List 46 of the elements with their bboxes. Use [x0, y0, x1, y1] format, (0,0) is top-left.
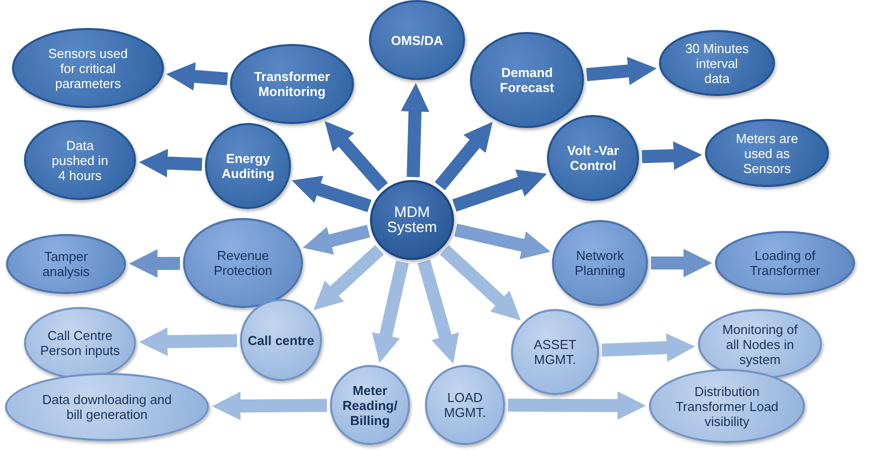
- block-arrow: [418, 260, 460, 364]
- ellipse-node: [470, 32, 584, 128]
- block-arrow: [138, 327, 238, 356]
- node-label: ASSET MGMT.: [532, 337, 578, 367]
- node-label: MDM System: [386, 205, 438, 235]
- node-label: Energy Auditing: [220, 151, 276, 181]
- node-label: 30 Minutes interval data: [684, 40, 750, 86]
- node-label: Distribution Transformer Load visibility: [674, 384, 780, 428]
- node-label: Data pushed in 4 hours: [50, 138, 110, 182]
- block-arrow: [313, 244, 384, 310]
- ellipse-node: [649, 369, 805, 443]
- ellipse-node: [511, 309, 599, 395]
- ellipse-node: [369, 0, 465, 80]
- node-label: Revenue Protection: [212, 248, 274, 278]
- block-arrow: [434, 122, 493, 190]
- node-label: LOAD MGMT.: [443, 390, 487, 420]
- node-label: OMS/DA: [390, 32, 444, 48]
- node-label: Tamper analysis: [42, 249, 90, 279]
- node-label: Data downloading and bill generation: [41, 392, 173, 422]
- node-label: Meters are used as Sensors: [734, 130, 800, 176]
- block-arrow: [602, 333, 696, 362]
- block-arrow: [129, 249, 180, 278]
- block-arrow: [651, 248, 712, 278]
- node-label: Network Planning: [574, 248, 626, 278]
- block-arrow: [138, 148, 202, 178]
- block-arrow: [508, 391, 646, 420]
- ellipse-node: [370, 180, 454, 260]
- block-arrow: [452, 170, 547, 212]
- block-arrow: [440, 245, 521, 320]
- block-arrow: [586, 56, 657, 86]
- node-label: Meter Reading/ Billing: [342, 382, 398, 428]
- node-label: Demand Forecast: [498, 65, 556, 95]
- node-label: Transformer Monitoring: [253, 69, 331, 99]
- block-arrow: [372, 260, 409, 364]
- circle-node: [205, 123, 291, 209]
- block-arrow: [324, 121, 388, 192]
- node-label: Call centre: [246, 332, 316, 348]
- block-arrow: [302, 224, 370, 255]
- node-label: Loading of Transformer: [748, 248, 822, 278]
- node-label: Monitoring of all Nodes in system: [721, 322, 799, 366]
- block-arrow: [166, 62, 228, 91]
- node-label: Call Centre Person inputs: [40, 328, 120, 358]
- ellipse-node: [547, 115, 639, 201]
- node-label: Volt -Var Control: [566, 143, 620, 173]
- block-arrow: [400, 83, 430, 178]
- node-label: Sensors used for critical parameters: [47, 46, 129, 90]
